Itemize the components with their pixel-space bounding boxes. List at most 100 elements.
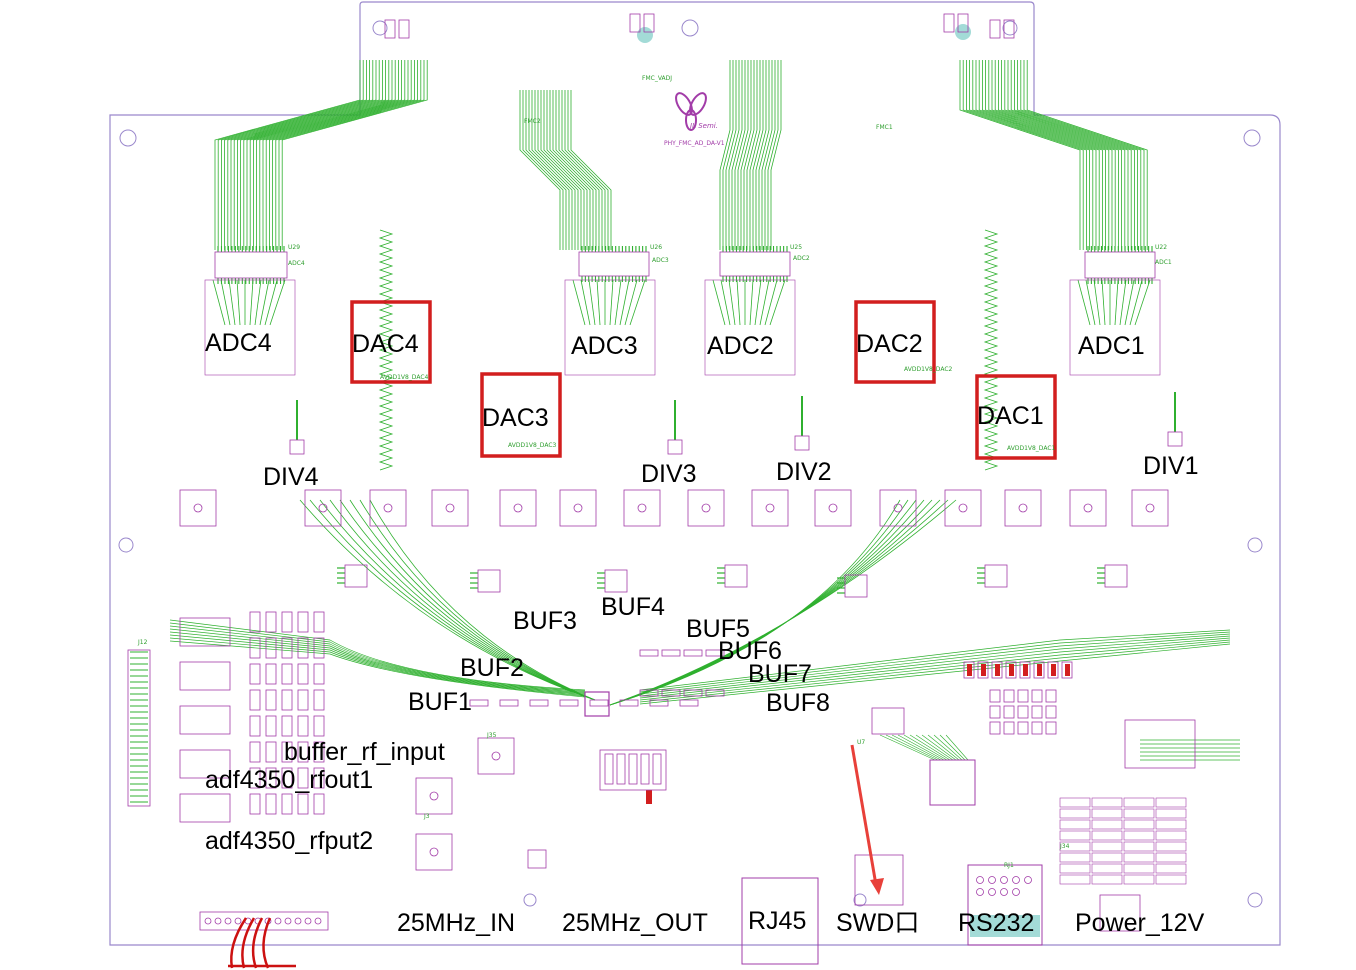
trace bbox=[1014, 60, 1135, 250]
jumper-pad bbox=[1065, 664, 1070, 676]
copper-traces bbox=[130, 24, 1240, 937]
jumper bbox=[1045, 689, 1057, 703]
trace bbox=[564, 90, 606, 250]
adf-chip bbox=[179, 617, 231, 647]
test-pin bbox=[1091, 808, 1123, 819]
j12-connector bbox=[127, 649, 151, 807]
trace bbox=[614, 279, 622, 326]
resistor bbox=[649, 699, 669, 707]
rs232-pin bbox=[1012, 876, 1020, 884]
trace bbox=[885, 734, 939, 761]
test-pin bbox=[1155, 808, 1187, 819]
jumper bbox=[616, 753, 626, 785]
mounting-holes bbox=[118, 19, 1263, 908]
trace bbox=[1017, 60, 1138, 250]
trace bbox=[217, 60, 364, 250]
trace bbox=[275, 60, 422, 250]
jumper bbox=[1017, 721, 1029, 735]
silk-vdd-dac3: AVDD1V8_DAC3 bbox=[508, 442, 557, 449]
trace bbox=[624, 279, 638, 326]
test-pin bbox=[1059, 841, 1091, 852]
trace bbox=[712, 279, 726, 326]
resistor bbox=[559, 699, 579, 707]
label-buf4: BUF4 bbox=[601, 593, 665, 621]
trace bbox=[237, 60, 383, 250]
test-pin bbox=[1155, 841, 1187, 852]
jumper-pad bbox=[1023, 664, 1028, 676]
silk-u29: U29 bbox=[288, 244, 301, 251]
test-pin bbox=[1155, 797, 1187, 808]
trace bbox=[639, 631, 1231, 693]
trace bbox=[921, 734, 957, 761]
silk-u25: U25 bbox=[790, 244, 803, 251]
trace bbox=[755, 60, 767, 250]
sma-connector bbox=[1131, 489, 1169, 527]
trace bbox=[572, 279, 586, 326]
trace bbox=[339, 499, 596, 701]
label-buf7: BUF7 bbox=[748, 660, 812, 688]
sma-connector bbox=[623, 489, 661, 527]
sma-center bbox=[1018, 503, 1028, 513]
jumper-pad bbox=[1009, 664, 1014, 676]
trace bbox=[549, 90, 591, 250]
resistor bbox=[683, 649, 703, 657]
trace bbox=[927, 734, 960, 761]
trace bbox=[761, 60, 773, 250]
sma-connector bbox=[687, 489, 725, 527]
board-outline bbox=[109, 1, 1281, 946]
buffer-ic bbox=[584, 691, 610, 717]
silk-adc2: ADC2 bbox=[793, 255, 810, 262]
resistor bbox=[661, 689, 681, 697]
sma-connector bbox=[415, 777, 453, 815]
trace bbox=[269, 60, 415, 250]
resistor-array bbox=[249, 637, 261, 659]
test-pin bbox=[1059, 819, 1091, 830]
board-name-text: PHY_FMC_AD_DA-V1 bbox=[664, 140, 725, 147]
sma-connector bbox=[1069, 489, 1107, 527]
trace bbox=[169, 640, 586, 698]
trace bbox=[546, 90, 588, 250]
label-dac4: DAC4 bbox=[352, 330, 419, 358]
resistor-array bbox=[249, 767, 261, 789]
resistor-array bbox=[281, 741, 293, 763]
trace bbox=[214, 60, 361, 250]
resistor-array bbox=[297, 767, 309, 789]
label-buf6: BUF6 bbox=[718, 637, 782, 665]
resistor bbox=[469, 699, 489, 707]
resistor-array bbox=[297, 637, 309, 659]
div-chip bbox=[667, 439, 683, 455]
jumper bbox=[963, 661, 975, 679]
sma-center bbox=[765, 503, 775, 513]
resistor bbox=[589, 699, 609, 707]
test-pin bbox=[1123, 863, 1155, 874]
resistor-array bbox=[281, 793, 293, 815]
header-pin bbox=[204, 917, 212, 925]
resistor-array bbox=[265, 611, 277, 633]
silk-u22: U22 bbox=[1155, 244, 1168, 251]
jumper bbox=[1031, 721, 1043, 735]
trace bbox=[719, 60, 731, 250]
label-buf2: BUF2 bbox=[460, 654, 524, 682]
resistor-array bbox=[297, 741, 309, 763]
rs232-pin bbox=[1000, 876, 1008, 884]
resistor-array bbox=[313, 611, 325, 633]
resistor bbox=[679, 699, 699, 707]
sma-center bbox=[637, 503, 647, 513]
swd-arrow bbox=[850, 744, 884, 895]
capacitor bbox=[398, 19, 410, 39]
trace bbox=[619, 279, 630, 326]
trace bbox=[378, 229, 394, 471]
trace bbox=[769, 279, 786, 326]
trace bbox=[972, 60, 1094, 250]
trace bbox=[552, 90, 594, 250]
trace bbox=[746, 60, 758, 250]
test-pin bbox=[1123, 852, 1155, 863]
sma-center bbox=[429, 791, 439, 801]
silk-vdd-dac2: AVDD1V8_DAC2 bbox=[904, 366, 953, 373]
sma-center bbox=[383, 503, 393, 513]
rs232-pin bbox=[988, 888, 996, 896]
sma-connector bbox=[1004, 489, 1042, 527]
trace bbox=[754, 279, 762, 326]
trace bbox=[728, 60, 740, 250]
trace bbox=[988, 60, 1110, 250]
